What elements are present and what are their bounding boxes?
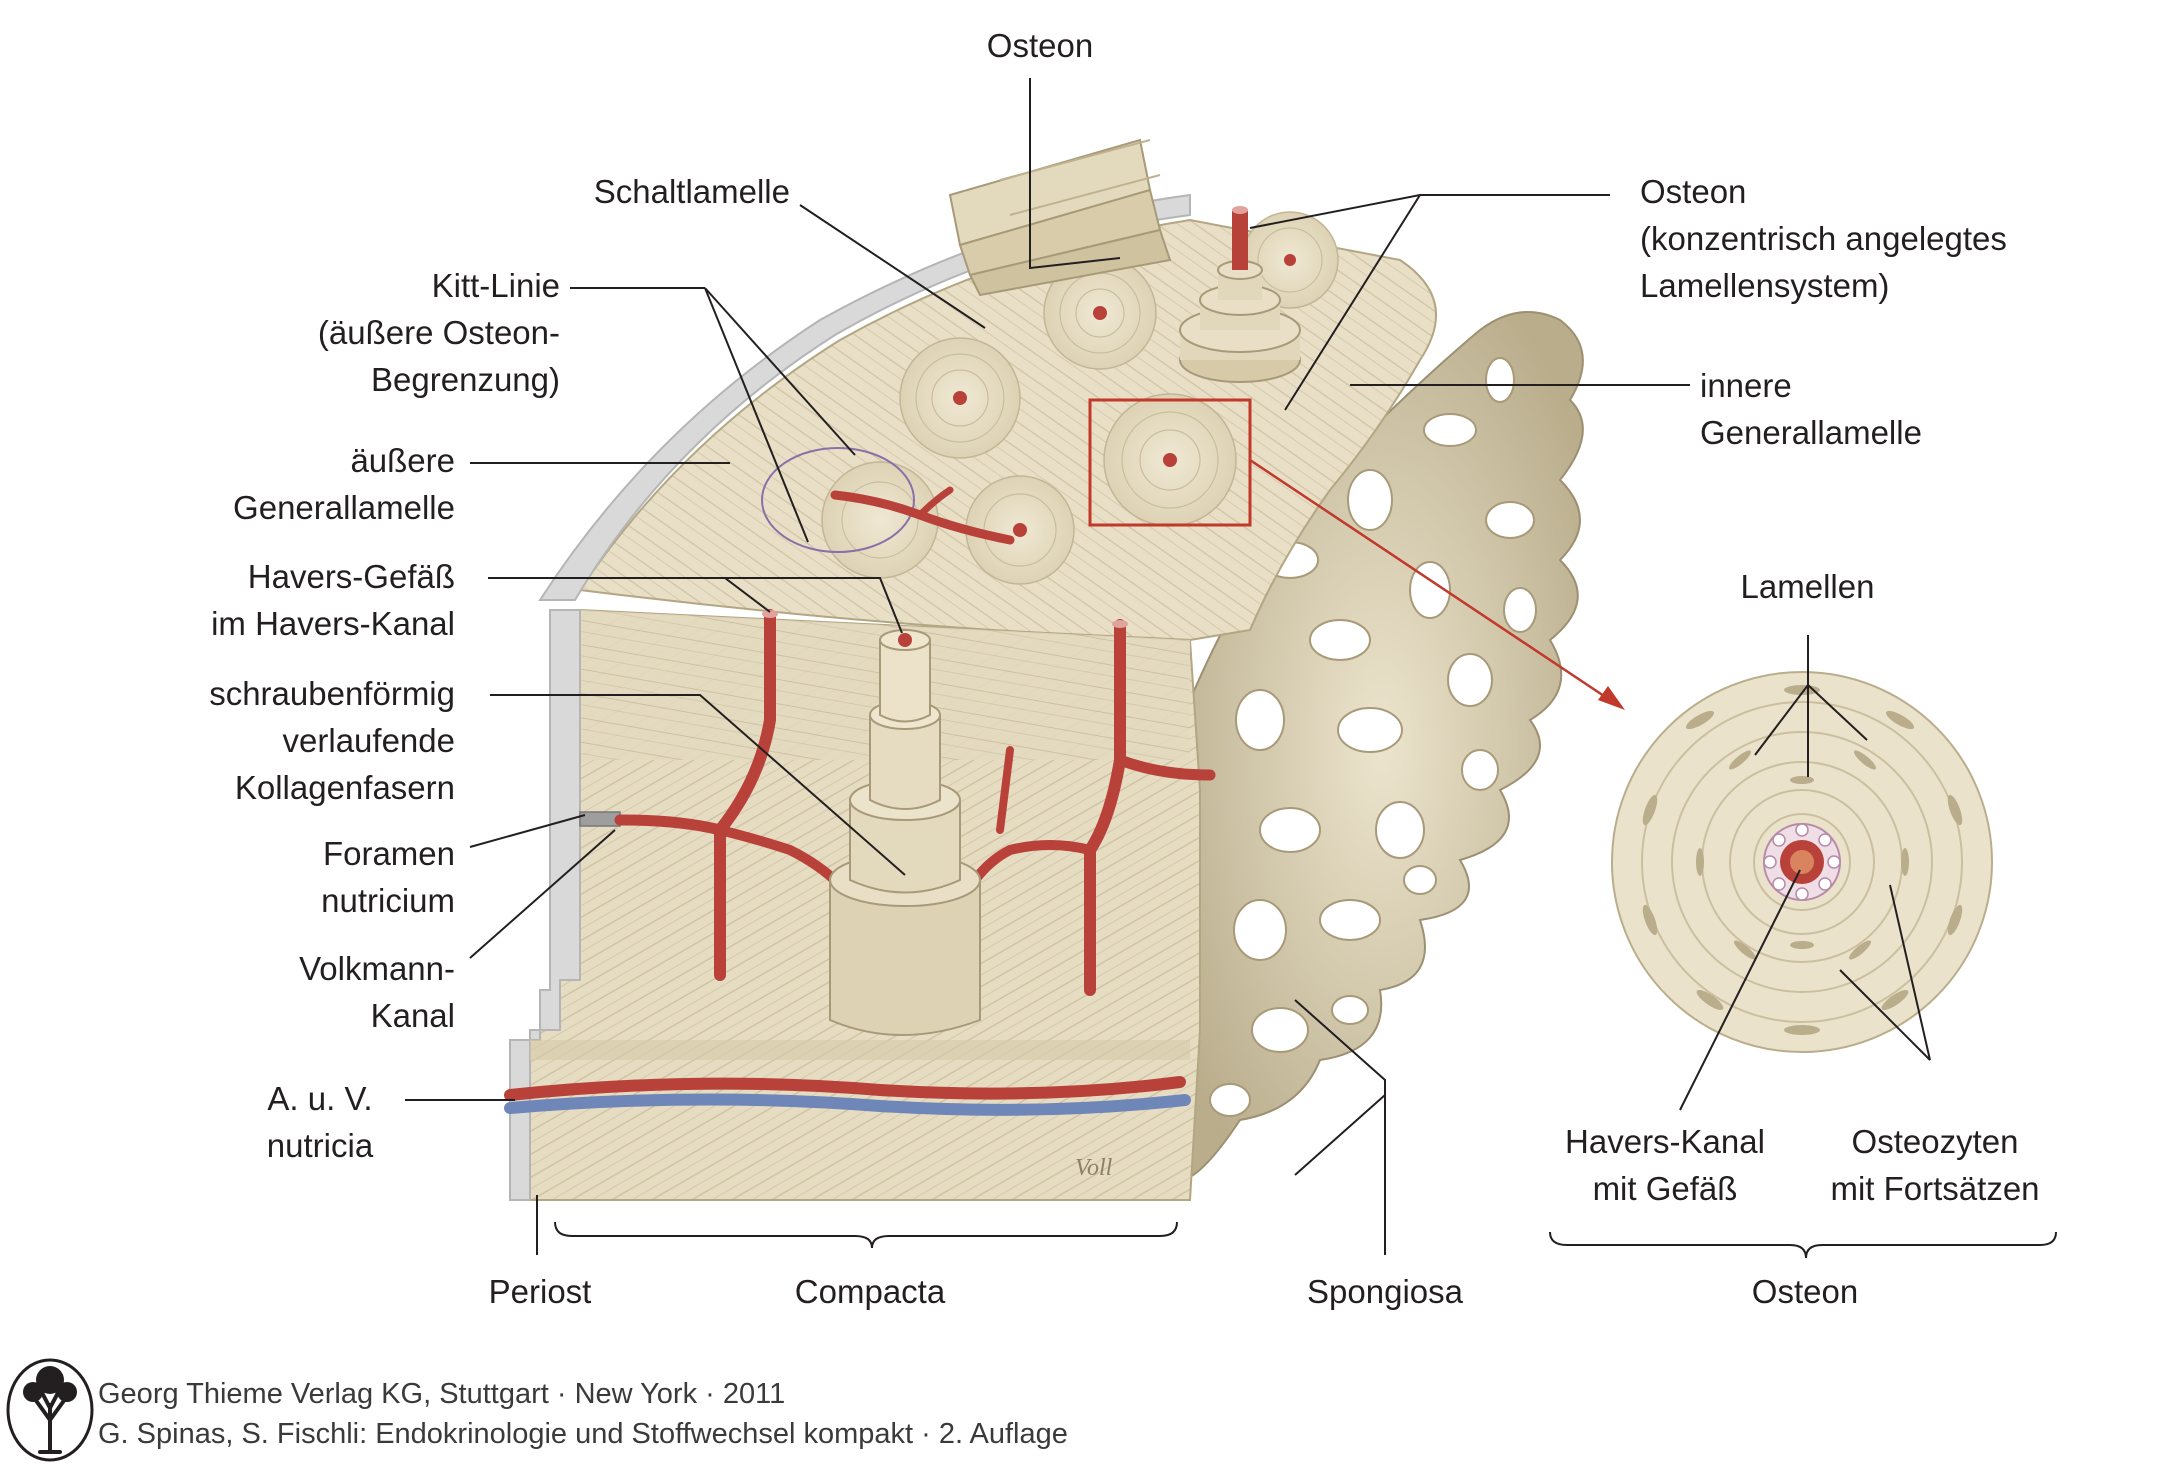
havers-vessels-front <box>614 609 1216 996</box>
spongiosa-trabeculae <box>1178 311 1584 1182</box>
label-aeussere-generallamelle: äußere Generallamelle <box>150 437 455 531</box>
volkmann-line-1: Volkmann- <box>299 950 455 987</box>
magnification-box <box>1088 398 1252 527</box>
leader-lines <box>405 78 1931 1255</box>
osteon-right-line-1: Osteon <box>1640 173 1747 210</box>
foramen-line-1: Foramen <box>322 835 455 872</box>
foramen-line-2: nutricium <box>321 882 455 919</box>
publisher-logo <box>6 1358 94 1462</box>
osteon-cylinder-center <box>829 629 981 1036</box>
havers-vessel-branch <box>916 486 954 519</box>
havers-gefaess-line-2: im Havers-Kanal <box>211 605 455 642</box>
credit-line-1: Georg Thieme Verlag KG, Stuttgart · New … <box>98 1378 786 1410</box>
kollagenfasern-line-3: Kollagenfasern <box>234 769 455 806</box>
osteon-stepped-right <box>1179 206 1301 383</box>
label-osteon-bottom: Osteon <box>1751 1273 1859 1310</box>
label-kollagenfasern: schraubenförmig verlaufende Kollagenfase… <box>150 670 455 811</box>
osteon-magnified <box>1611 671 1993 1053</box>
label-kitt-linie: Kitt-Linie (äußere Osteon- Begrenzung) <box>230 262 560 403</box>
foramen-nutricium <box>579 811 621 827</box>
label-osteon-right: Osteon (konzentrisch angelegtes Lamellen… <box>1640 168 2080 309</box>
aeussere-generallamelle-line-2: Generallamelle <box>233 489 455 526</box>
kitt-linie-line-1: Kitt-Linie <box>431 267 560 304</box>
label-a-u-v-nutricia: A. u. V. nutricia <box>230 1075 410 1169</box>
aeussere-generallamelle-line-1: äußere <box>350 442 455 479</box>
artist-signature: Voll <box>1075 1155 1113 1181</box>
kollagenfasern-line-1: schraubenförmig <box>209 675 455 712</box>
label-schaltlamelle: Schaltlamelle <box>593 173 790 210</box>
label-compacta: Compacta <box>794 1273 946 1310</box>
kollagenfasern-line-2: verlaufende <box>282 722 455 759</box>
label-havers-gefaess: Havers-Gefäß im Havers-Kanal <box>150 553 455 647</box>
braces <box>554 1221 2057 1259</box>
a-u-v-line-2: nutricia <box>266 1127 374 1164</box>
osteozyten-line-1: Osteozyten <box>1851 1123 2019 1160</box>
innere-generallamelle-line-1: innere <box>1700 367 1792 404</box>
kitt-linie-line-2: (äußere Osteon- <box>317 314 560 351</box>
label-lamellen: Lamellen <box>1740 568 1875 605</box>
magnification-arrowhead <box>1598 686 1625 710</box>
havers-kanal-line-1: Havers-Kanal <box>1565 1123 1765 1160</box>
label-osteozyten: Osteozyten mit Fortsätzen <box>1800 1118 2070 1212</box>
label-foramen-nutricium: Foramen nutricium <box>150 830 455 924</box>
label-volkmann-kanal: Volkmann- Kanal <box>150 945 455 1039</box>
osteon-right-line-3: Lamellensystem) <box>1640 267 1890 304</box>
label-spongiosa: Spongiosa <box>1307 1273 1463 1310</box>
volkmann-line-2: Kanal <box>370 997 455 1034</box>
periost-rim-top <box>538 193 1191 601</box>
label-innere-generallamelle: innere Generallamelle <box>1700 362 2000 456</box>
osteon-right-line-2: (konzentrisch angelegtes <box>1640 220 2007 257</box>
osteon-cross-sections <box>821 211 1339 585</box>
havers-kanal-line-2: mit Gefäß <box>1592 1170 1738 1207</box>
credit-line-2: G. Spinas, S. Fischli: Endokrinologie un… <box>98 1418 1068 1450</box>
osteozyten-line-2: mit Fortsätzen <box>1830 1170 2040 1207</box>
lower-step-edge <box>530 1040 1190 1060</box>
label-periost: Periost <box>488 1273 592 1310</box>
label-osteon-top: Osteon <box>986 27 1094 64</box>
periost-left <box>509 609 581 1201</box>
schaltlamelle-steps <box>948 138 1172 297</box>
kitt-linie-line-3: Begrenzung) <box>371 361 560 398</box>
havers-gefaess-line-1: Havers-Gefäß <box>247 558 455 595</box>
label-havers-kanal: Havers-Kanal mit Gefäß <box>1540 1118 1790 1212</box>
a-u-v-line-1: A. u. V. <box>267 1080 373 1117</box>
kitt-linie-circle <box>761 447 915 553</box>
a-u-v-nutricia <box>504 1076 1191 1116</box>
innere-generallamelle-line-2: Generallamelle <box>1700 414 1922 451</box>
magnification-arrow <box>1249 458 1611 702</box>
